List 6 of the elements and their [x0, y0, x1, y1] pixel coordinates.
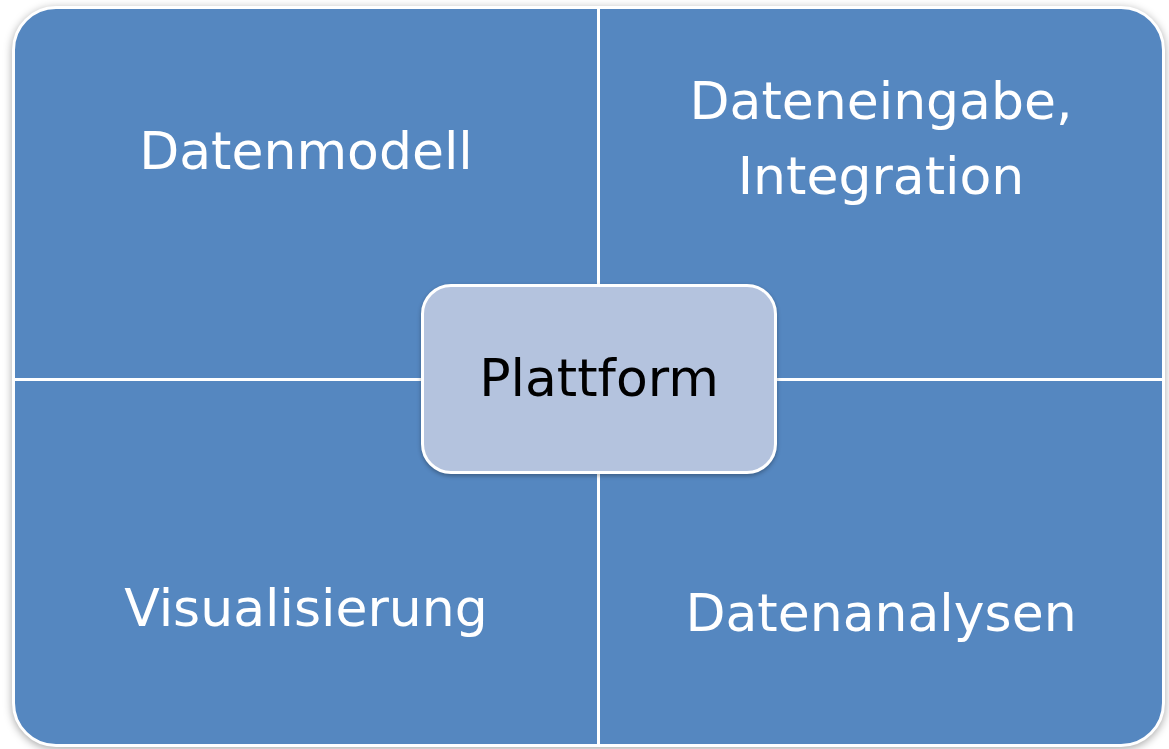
panel-label: Dateneingabe, Integration: [688, 70, 1074, 209]
panel-label: Visualisierung: [123, 577, 489, 640]
panel-label: Datenanalysen: [684, 582, 1078, 645]
center-box: [421, 284, 777, 474]
panel-label: Datenmodell: [138, 120, 474, 183]
panel-label: Plattform: [478, 347, 720, 411]
